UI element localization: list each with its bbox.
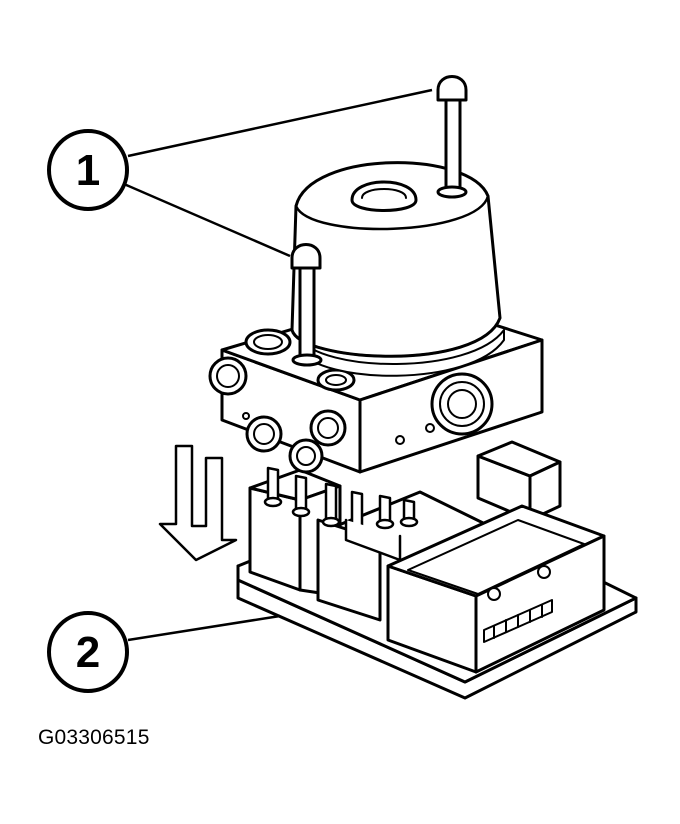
guide-pin-front (290, 243, 323, 367)
mounting-bracket (236, 440, 638, 700)
pump-motor (290, 161, 505, 377)
leader-line-1a (127, 88, 433, 158)
mounting-studs (263, 466, 419, 562)
callout-2-label: 2 (76, 628, 100, 677)
callout-1-label: 1 (76, 146, 100, 195)
down-arrow-icon (158, 444, 238, 562)
figure-id: G03306515 (38, 726, 150, 749)
leader-line-2 (127, 614, 281, 642)
guide-pin-rear (436, 75, 468, 199)
callout-2: 2 (47, 611, 129, 693)
leader-line-1b (123, 182, 291, 258)
callout-1: 1 (47, 129, 129, 211)
